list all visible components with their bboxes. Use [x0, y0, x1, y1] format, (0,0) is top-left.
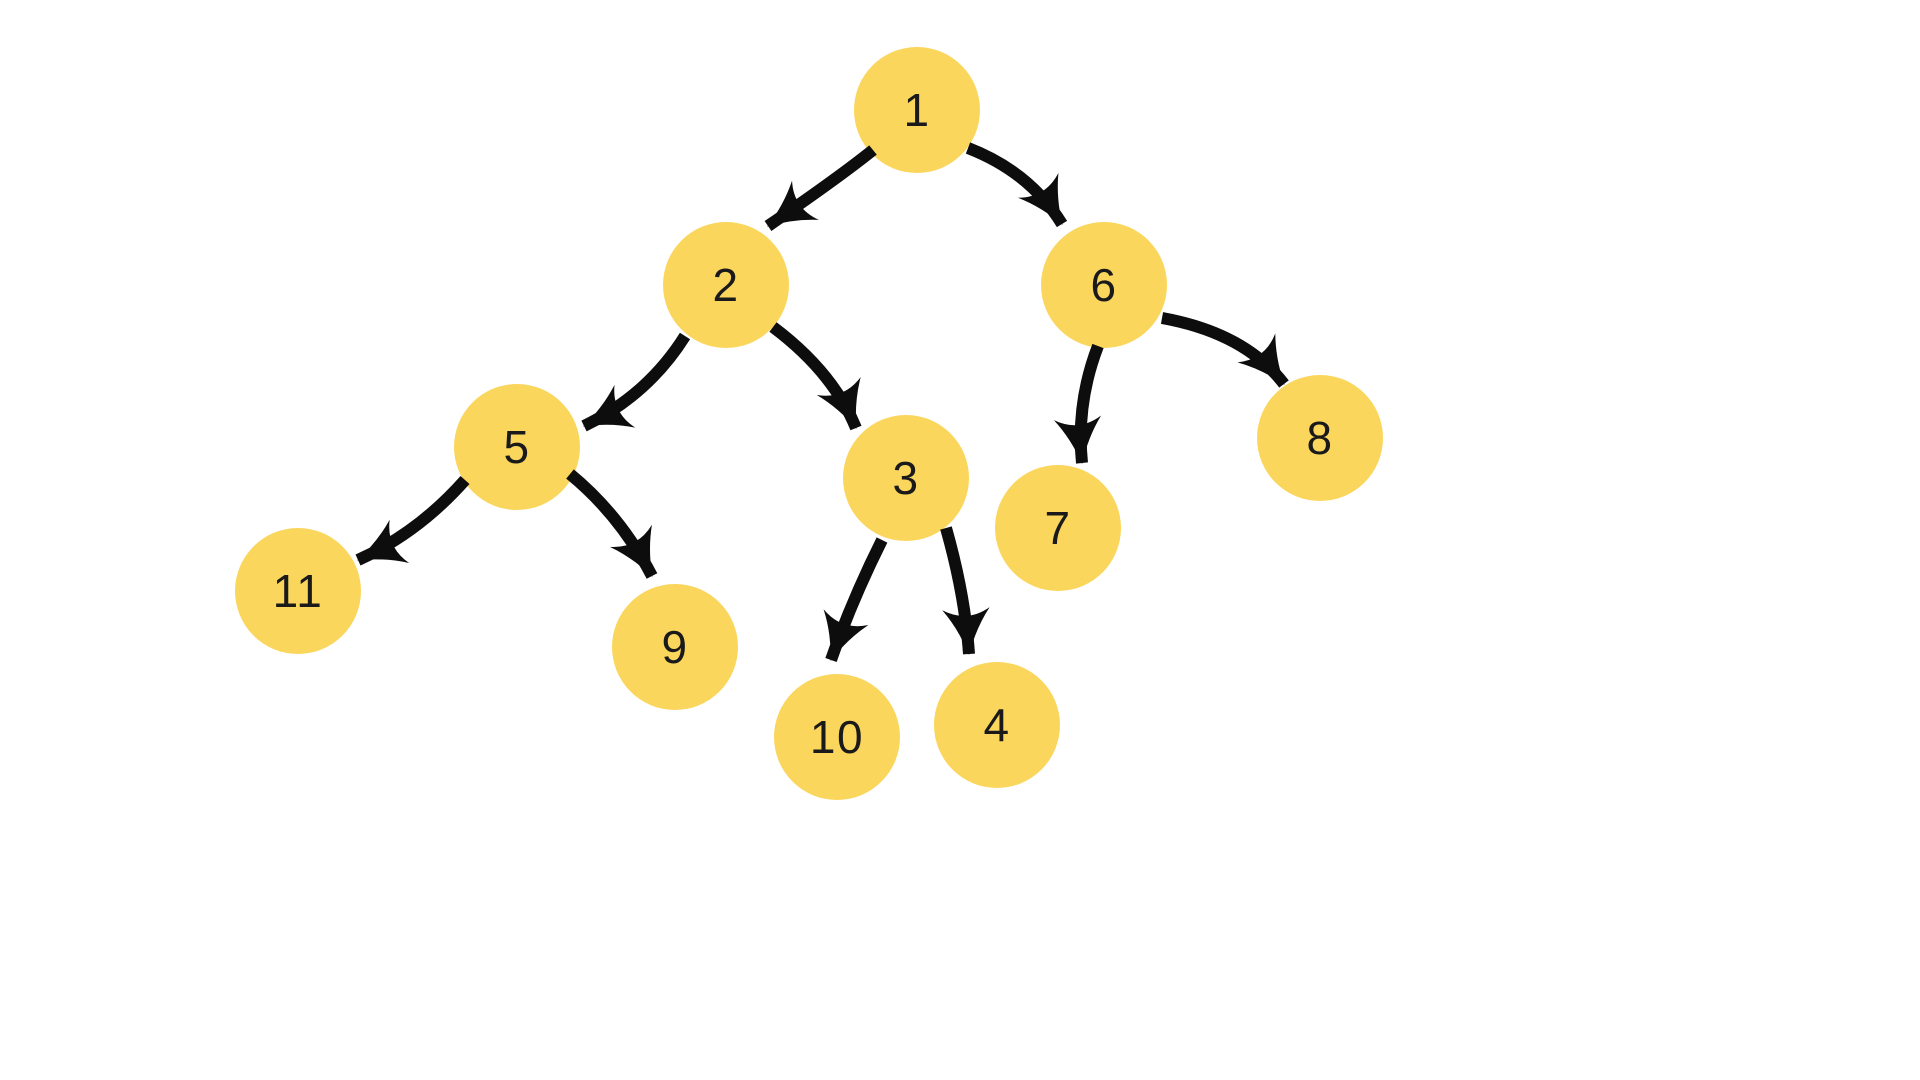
tree-node-label-5: 5	[503, 421, 530, 473]
edge-5-to-11	[355, 476, 470, 566]
tree-node-5	[454, 384, 580, 510]
edge-5-to-9	[566, 469, 658, 579]
tree-node-7	[995, 465, 1121, 591]
tree-node-label-7: 7	[1044, 502, 1071, 554]
tree-node-label-8: 8	[1306, 412, 1333, 464]
edge-2-to-5	[581, 332, 691, 432]
tree-node-label-4: 4	[983, 699, 1010, 751]
tree-node-10	[774, 674, 900, 800]
edge-6-to-8	[1160, 312, 1289, 388]
tree-node-label-2: 2	[712, 259, 739, 311]
tree-node-2	[663, 222, 789, 348]
node-layer	[235, 47, 1383, 800]
edge-layer	[355, 142, 1289, 662]
tree-node-label-6: 6	[1090, 259, 1117, 311]
tree-node-6	[1041, 222, 1167, 348]
tree-node-label-10: 10	[810, 711, 864, 763]
edge-3-to-10	[823, 537, 888, 662]
tree-node-3	[843, 415, 969, 541]
edge-2-to-3	[769, 322, 862, 431]
label-layer: 1 2 6 5 3 7 8 11 9 10 4	[273, 84, 1333, 763]
edge-6-to-7	[1053, 343, 1104, 465]
tree-node-4	[934, 662, 1060, 788]
tree-node-1	[854, 47, 980, 173]
tree-node-11	[235, 528, 361, 654]
tree-node-label-3: 3	[892, 452, 919, 504]
edge-1-to-6	[965, 142, 1068, 228]
tree-node-9	[612, 584, 738, 710]
tree-node-label-9: 9	[661, 621, 688, 673]
tree-node-label-1: 1	[903, 84, 930, 136]
edge-1-to-2	[764, 145, 877, 231]
tree-node-8	[1257, 375, 1383, 501]
edge-3-to-4	[940, 526, 990, 656]
tree-node-label-11: 11	[273, 565, 324, 617]
